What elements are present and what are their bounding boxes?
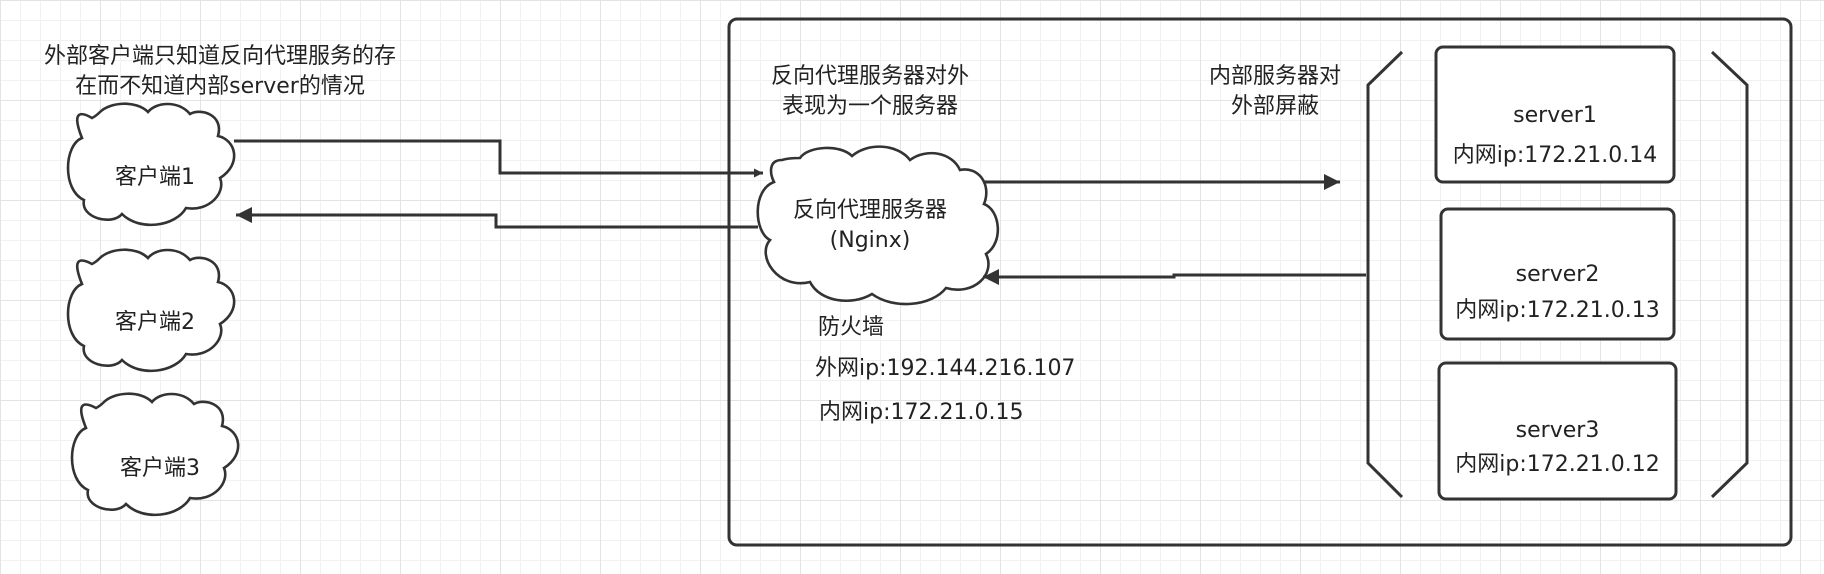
proxy-cloud — [756, 145, 1000, 306]
request-arrow — [234, 139, 763, 178]
firewall-internal-ip: 内网ip:172.21.0.15 — [819, 400, 1024, 425]
client-cloud-3 — [70, 392, 240, 517]
server-box-1 — [1434, 45, 1676, 184]
server-name-3: server3 — [1515, 418, 1600, 443]
response-arrow — [236, 207, 758, 229]
server-box-3 — [1437, 361, 1678, 501]
return-arrow — [983, 269, 1366, 285]
firewall-external-ip: 外网ip:192.144.216.107 — [815, 356, 1076, 381]
server-ip-2: 内网ip:172.21.0.13 — [1455, 298, 1660, 323]
proxy-note: 反向代理服务器对外 表现为一个服务器 — [770, 64, 969, 119]
right-bracket — [1710, 50, 1749, 499]
client-label-2: 客户端2 — [115, 310, 195, 335]
left-bracket — [1366, 50, 1404, 499]
server-box-2 — [1439, 207, 1676, 341]
proxy-label: 反向代理服务器 (Nginx) — [770, 196, 970, 256]
clients-note: 外部客户端只知道反向代理服务的存 在而不知道内部server的情况 — [43, 44, 396, 99]
server-name-2: server2 — [1515, 262, 1600, 287]
client-label-1: 客户端1 — [115, 165, 195, 190]
server-ip-3: 内网ip:172.21.0.12 — [1455, 452, 1660, 477]
client-label-3: 客户端3 — [120, 456, 200, 481]
client-cloud-2 — [66, 248, 236, 373]
client-cloud-1 — [66, 102, 236, 227]
shield-note: 内部服务器对 外部屏蔽 — [1208, 64, 1341, 119]
firewall-boundary — [727, 17, 1793, 547]
server-ip-1: 内网ip:172.21.0.14 — [1452, 143, 1658, 168]
proxy-name: 反向代理服务器 — [792, 198, 947, 223]
server-name-1: server1 — [1513, 103, 1597, 128]
firewall-label: 防火墙 — [818, 315, 885, 340]
proxy-software: (Nginx) — [829, 228, 911, 253]
